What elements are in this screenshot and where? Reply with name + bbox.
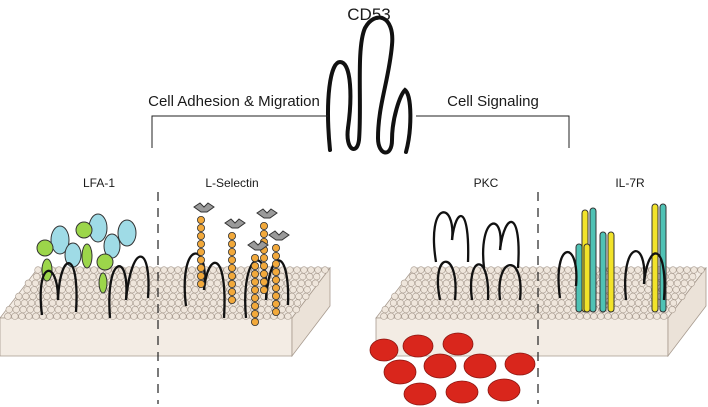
left-branch-label: Cell Adhesion & Migration	[148, 93, 320, 110]
partner-label-lfa1: LFA-1	[83, 176, 115, 190]
il7r-complex	[557, 203, 667, 313]
pkc-complex	[369, 211, 536, 406]
partner-label-il7r: IL-7R	[615, 176, 645, 190]
partner-label-pkc: PKC	[474, 176, 499, 190]
partner-label-lselectin: L-Selectin	[205, 176, 258, 190]
lfa1-complex	[36, 213, 150, 319]
right-branch-label: Cell Signaling	[447, 93, 539, 110]
left-bracket	[151, 115, 328, 148]
right-bracket	[416, 115, 570, 148]
lselectin-complex	[183, 202, 290, 326]
cd53-tetraspanin-icon	[326, 15, 413, 155]
